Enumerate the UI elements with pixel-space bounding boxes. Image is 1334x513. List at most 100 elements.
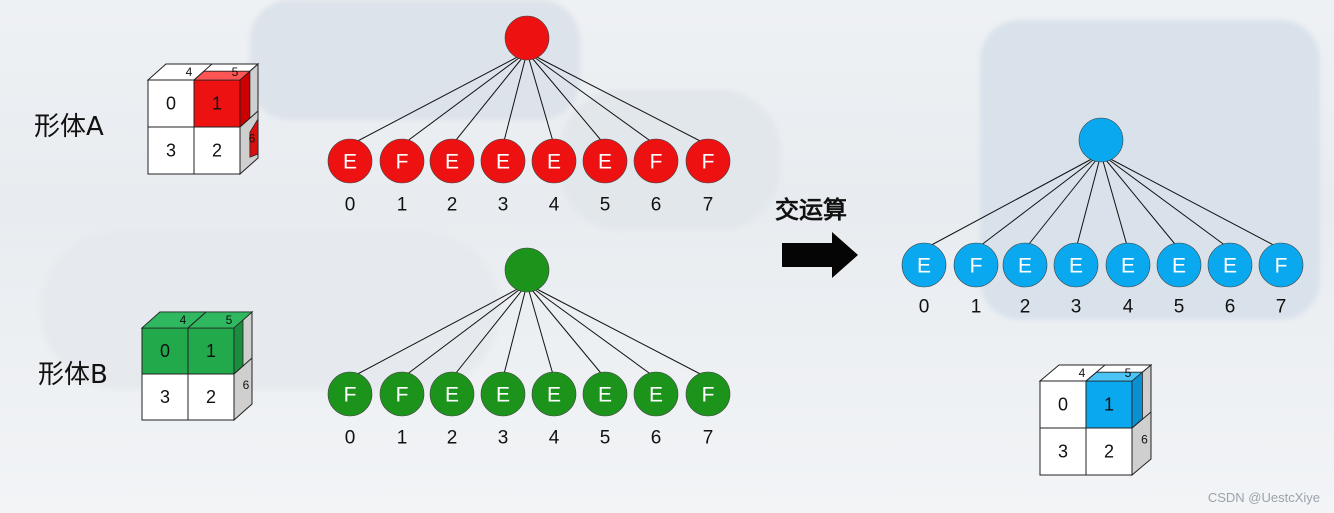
tree-index-label: 1: [397, 195, 408, 216]
cube-side-label: 6: [1141, 433, 1148, 447]
tree-index-label: 0: [345, 195, 356, 216]
operation-label: 交运算: [775, 190, 847, 225]
tree-edge: [527, 52, 605, 145]
cube-front-label: 3: [160, 387, 170, 407]
tree-leaf-label: F: [396, 384, 409, 407]
tree-index-label: 5: [1174, 297, 1185, 318]
tree-edge: [1076, 154, 1101, 249]
tree-leaf-label: F: [650, 151, 663, 174]
cube-front-label: 1: [212, 94, 222, 114]
tree-edge: [1101, 154, 1128, 249]
cube-front-label: 1: [1104, 395, 1114, 415]
cube-top-label: 5: [232, 65, 239, 79]
tree-edge: [527, 284, 605, 378]
tree-leaf-label: E: [1172, 255, 1186, 278]
shape-b-label: 形体B: [38, 354, 108, 391]
tree-root-node: [505, 16, 549, 60]
cube-top-label: 5: [226, 313, 233, 327]
cube-front-label: 1: [206, 341, 216, 361]
cube-a: 0 1 3 2 4 5 6: [148, 64, 258, 174]
cube-highlight-side: [1132, 372, 1142, 428]
tree-edge: [527, 52, 554, 145]
tree-edge: [1101, 154, 1179, 249]
tree-root-node: [505, 248, 549, 292]
tree-edge: [452, 52, 527, 145]
tree-index-label: 2: [1020, 297, 1031, 318]
tree-leaf-label: F: [970, 255, 983, 278]
tree-leaf-label: F: [396, 151, 409, 174]
tree-edge: [1101, 154, 1230, 249]
cube-front-label: 3: [166, 141, 176, 161]
cube-result: 0 1 3 2 4 5 6: [1040, 365, 1151, 475]
cube-front-label: 2: [212, 141, 222, 161]
tree-leaf-label: E: [343, 151, 357, 174]
tree-edge: [503, 52, 527, 145]
cube-front-label: 0: [166, 94, 176, 114]
tree-a: E0F1E2E3E4E5F6F7: [328, 16, 730, 216]
tree-edge: [527, 284, 656, 378]
tree-index-label: 2: [447, 428, 458, 449]
tree-index-label: 7: [703, 428, 714, 449]
tree-edge: [402, 284, 527, 378]
tree-index-label: 7: [1276, 297, 1287, 318]
tree-index-label: 6: [651, 195, 662, 216]
tree-index-label: 5: [600, 428, 611, 449]
tree-leaf-label: E: [1018, 255, 1032, 278]
tree-index-label: 0: [345, 428, 356, 449]
cube-top-label: 5: [1125, 366, 1132, 380]
tree-leaf-label: E: [547, 384, 561, 407]
cube-top-label: 4: [186, 65, 193, 79]
tree-leaf-label: E: [1121, 255, 1135, 278]
cube-side-label: 6: [249, 132, 256, 146]
tree-index-label: 4: [549, 428, 560, 449]
tree-leaf-label: E: [598, 151, 612, 174]
tree-edge: [402, 52, 527, 145]
tree-edge: [1101, 154, 1281, 249]
tree-leaf-label: E: [1223, 255, 1237, 278]
tree-leaf-label: E: [598, 384, 612, 407]
tree-index-label: 6: [1225, 297, 1236, 318]
shape-a-label: 形体A: [34, 106, 104, 143]
tree-index-label: 1: [971, 297, 982, 318]
tree-leaf-label: F: [344, 384, 357, 407]
tree-edge: [527, 52, 708, 145]
tree-index-label: 0: [919, 297, 930, 318]
tree-edge: [527, 284, 554, 378]
tree-leaf-label: E: [445, 151, 459, 174]
tree-leaf-label: E: [547, 151, 561, 174]
cube-highlight-side: [240, 71, 250, 127]
tree-edge: [924, 154, 1101, 249]
right-arrow-icon: [782, 232, 858, 278]
tree-leaf-label: E: [496, 151, 510, 174]
tree-leaf-label: F: [702, 151, 715, 174]
tree-leaf-label: F: [702, 384, 715, 407]
tree-index-label: 4: [549, 195, 560, 216]
tree-edge: [350, 284, 527, 378]
tree-edge: [976, 154, 1101, 249]
tree-edge: [527, 52, 656, 145]
watermark: CSDN @UestcXiye: [1208, 490, 1320, 505]
tree-leaf-label: E: [1069, 255, 1083, 278]
tree-index-label: 3: [498, 428, 509, 449]
cube-top-label: 4: [1079, 366, 1086, 380]
cube-front-label: 2: [206, 387, 216, 407]
tree-index-label: 2: [447, 195, 458, 216]
tree-index-label: 4: [1123, 297, 1134, 318]
tree-leaf-label: E: [445, 384, 459, 407]
tree-index-label: 7: [703, 195, 714, 216]
tree-edge: [452, 284, 527, 378]
tree-leaf-label: E: [496, 384, 510, 407]
cube-front-label: 3: [1058, 442, 1068, 462]
tree-index-label: 6: [651, 428, 662, 449]
tree-index-label: 1: [397, 428, 408, 449]
cube-front-label: 2: [1104, 442, 1114, 462]
cube-front-label: 0: [1058, 395, 1068, 415]
cube-highlight-side: [234, 320, 243, 374]
cube-side-label: 6: [243, 378, 250, 392]
tree-leaf-label: E: [917, 255, 931, 278]
tree-edge: [350, 52, 527, 145]
